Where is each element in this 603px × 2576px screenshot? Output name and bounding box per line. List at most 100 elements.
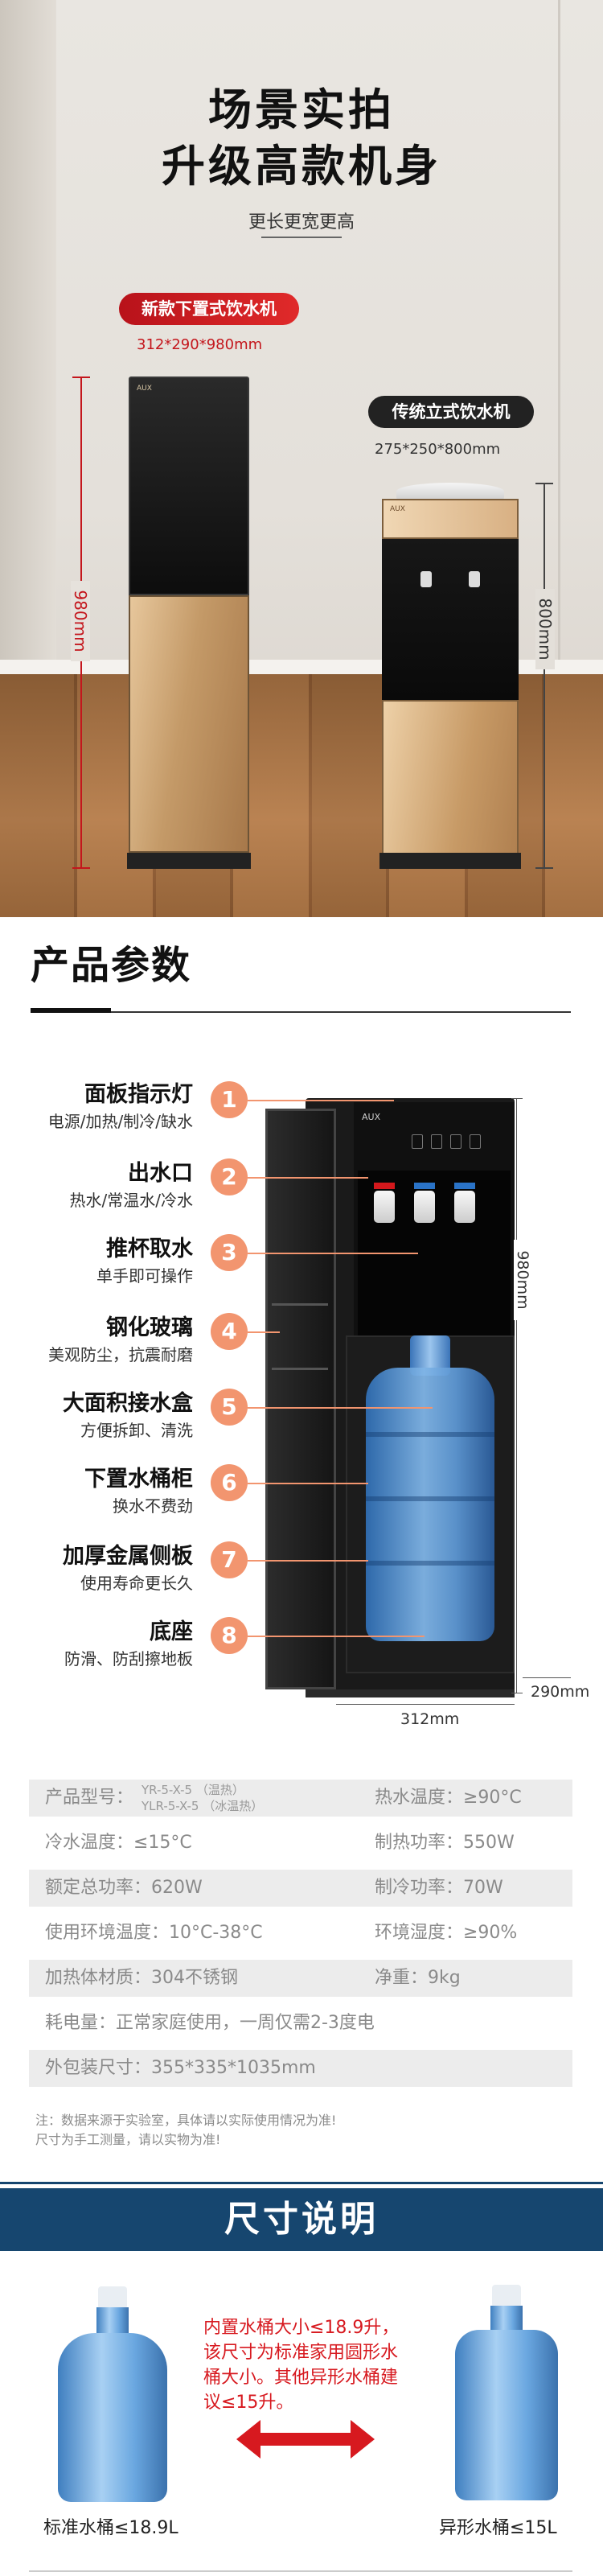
door-shelf: [272, 1368, 328, 1370]
bottle-rib: [366, 1432, 494, 1437]
feature-number-2: 2: [211, 1158, 248, 1195]
new-water-dispenser: AUX: [127, 377, 251, 869]
feature-title-6: 下置水桶柜: [84, 1467, 193, 1492]
new-height-tick-bottom: [72, 867, 90, 869]
feature-desc-1: 电源/加热/制冷/缺水: [47, 1112, 193, 1131]
feature-title-7: 加厚金属侧板: [63, 1544, 193, 1569]
spec-cold-temp: 冷水温度：≤15°C: [45, 1833, 192, 1853]
new-model-tag: 新款下置式饮水机: [119, 293, 299, 325]
new-height-tick-top: [72, 377, 90, 378]
feature-desc-7: 使用寿命更长久: [80, 1574, 193, 1593]
control-strip: [382, 499, 519, 539]
bottle-cap-icon: [98, 2286, 127, 2309]
water-indicator-icon: [470, 1134, 481, 1149]
feature-desc-4: 美观防尘，抗震耐磨: [48, 1345, 193, 1364]
open-glass-door: [265, 1109, 336, 1689]
old-water-dispenser: AUX: [379, 483, 521, 869]
standard-bottle-label: 标准水桶≤18.9L: [43, 2518, 178, 2538]
cool-indicator-icon: [450, 1134, 461, 1149]
door-frame: [558, 0, 560, 804]
params-title: 产品参数: [31, 943, 192, 988]
spec-net-weight: 净重：9kg: [375, 1968, 461, 1988]
machine-base: [379, 853, 521, 869]
feature-number-6: 6: [211, 1464, 248, 1501]
bottle-cap-icon: [492, 2285, 521, 2307]
feature-title-4: 钢化玻璃: [106, 1315, 193, 1340]
glass-top-panel: [129, 377, 249, 595]
depth-dimension: 290mm: [531, 1683, 590, 1701]
old-model-dims: 275*250*800mm: [375, 441, 501, 458]
spec-row-6: 耗电量：正常家庭使用，一周仅需2-3度电: [29, 2005, 572, 2042]
spec-row-1: 产品型号： YR-5-X-5 （温热） YLR-5-X-5 （冰温热） 热水温度…: [29, 1780, 572, 1817]
hot-tap-icon: [374, 1191, 395, 1223]
feature-desc-3: 单手即可操作: [96, 1266, 193, 1286]
feature-desc-2: 热水/常温水/冷水: [69, 1191, 193, 1210]
gold-bottom-panel: [129, 595, 249, 853]
spec-row-7: 外包装尺寸：355*335*1035mm: [29, 2050, 572, 2087]
hero-title-line2: 升级高款机身: [162, 141, 441, 191]
hero-subtitle: 更长更宽更高: [248, 212, 355, 232]
machine-base: [306, 1689, 515, 1697]
spec-package-size: 外包装尺寸：355*335*1035mm: [45, 2058, 316, 2078]
feature-number-7: 7: [211, 1541, 248, 1578]
feature-title-2: 出水口: [128, 1161, 193, 1186]
bottle-seat: [396, 483, 504, 500]
old-model-tag: 传统立式饮水机: [368, 396, 534, 428]
size-top-rule: [0, 2182, 603, 2184]
spec-env-temp: 使用环境温度：10°C-38°C: [45, 1923, 263, 1943]
page-bottom-rule: [29, 2570, 572, 2572]
spec-note-2: 尺寸为手工测量，请以实物为准!: [35, 2132, 221, 2147]
standard-bottle-icon: [58, 2333, 167, 2502]
feature-title-3: 推杯取水: [106, 1237, 193, 1261]
new-height-label: 980mm: [71, 581, 90, 661]
spec-heater-material: 加热体材质：304不锈钢: [45, 1968, 238, 1988]
black-middle-panel: [382, 539, 519, 700]
cold-tap-lever: [454, 1183, 475, 1189]
brand-logo: AUX: [390, 505, 405, 513]
spec-row-5: 加热体材质：304不锈钢 净重：9kg: [29, 1960, 572, 1997]
double-arrow-icon: [256, 2433, 352, 2446]
depth-dimension-line: [523, 1677, 571, 1678]
feature-number-4: 4: [211, 1313, 248, 1350]
bottle-neck-icon: [96, 2307, 129, 2336]
brand-logo: AUX: [362, 1112, 381, 1122]
warm-tap-lever: [414, 1183, 435, 1189]
feature-desc-5: 方便拆卸、清洗: [80, 1421, 193, 1440]
warm-tap-icon: [414, 1191, 435, 1223]
bottle-rib: [366, 1561, 494, 1566]
spec-heat-power: 制热功率：550W: [375, 1833, 515, 1853]
bottle-neck-icon: [490, 2306, 523, 2333]
feature-leader-3: [248, 1253, 418, 1254]
feature-leader-7: [248, 1560, 368, 1562]
spec-model-label: 产品型号：: [45, 1788, 134, 1808]
spec-model-2: YLR-5-X-5 （冰温热）: [142, 1799, 264, 1813]
old-height-label: 800mm: [535, 589, 555, 669]
power-indicator-icon: [412, 1134, 423, 1149]
feature-title-8: 底座: [150, 1619, 193, 1644]
hot-tap-lever: [374, 1183, 395, 1189]
old-height-tick-bottom: [535, 867, 553, 869]
bottle-rib: [366, 1496, 494, 1501]
height-tick-top: [511, 1098, 523, 1099]
new-model-dims: 312*290*980mm: [137, 336, 263, 353]
gold-bottom-panel: [382, 700, 519, 854]
params-rule: [31, 1011, 571, 1013]
spec-note-1: 注：数据来源于实验室，具体请以实际使用情况为准!: [35, 2113, 337, 2128]
width-dimension: 312mm: [400, 1710, 460, 1728]
feature-desc-8: 防滑、防刮擦地板: [64, 1649, 193, 1669]
heat-indicator-icon: [431, 1134, 442, 1149]
size-header-bar: [0, 2188, 603, 2251]
old-height-line: [544, 483, 545, 869]
feature-number-5: 5: [211, 1389, 248, 1426]
feature-leader-5: [248, 1407, 433, 1409]
cold-tap-icon: [454, 1191, 475, 1223]
spec-row-2: 冷水温度：≤15°C 制热功率：550W: [29, 1825, 572, 1862]
width-dimension-line: [336, 1704, 515, 1705]
arrow-right-icon: [351, 2420, 375, 2459]
feature-desc-6: 换水不费劲: [113, 1496, 193, 1516]
size-title: 尺寸说明: [224, 2199, 379, 2240]
height-dimension-line: [516, 1098, 517, 1693]
spec-cool-power: 制冷功率：70W: [375, 1878, 503, 1898]
old-height-tick-top: [535, 483, 553, 484]
